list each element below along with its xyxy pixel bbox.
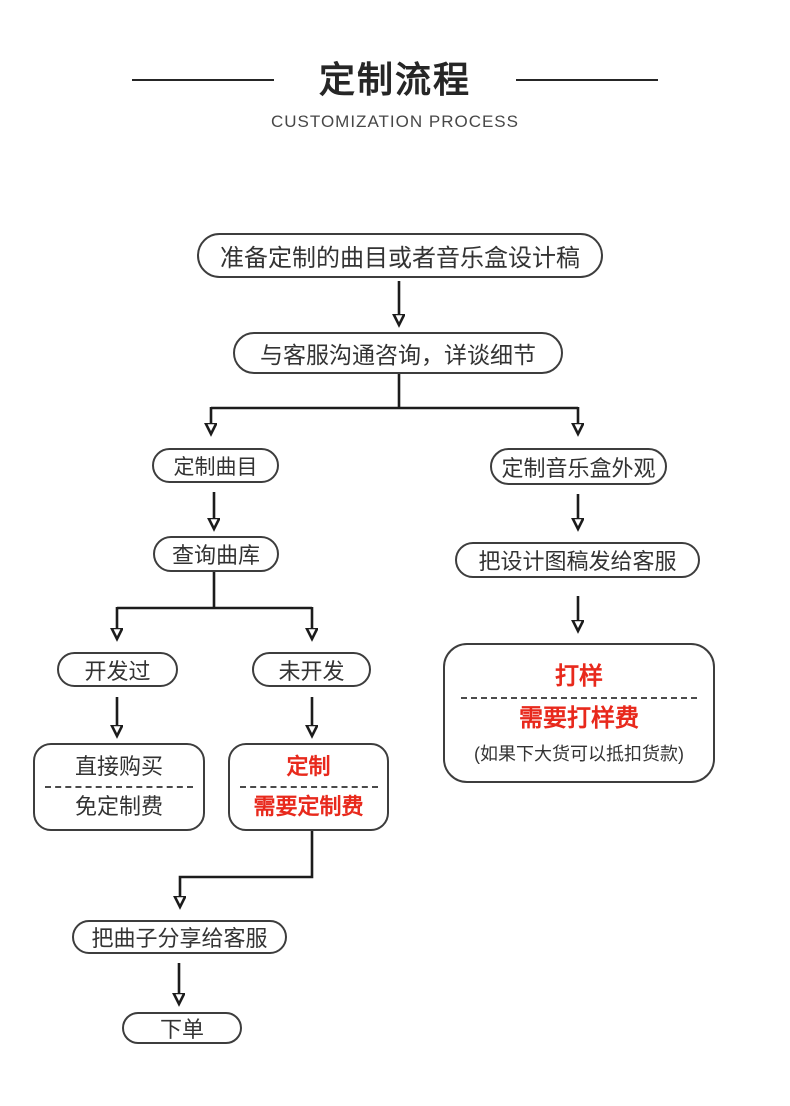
page-subtitle: CUSTOMIZATION PROCESS [270, 112, 519, 131]
node-share-song-label: 把曲子分享给客服 [91, 926, 268, 951]
node-place-order: 下单 [122, 1012, 242, 1044]
node-undeveloped: 未开发 [252, 652, 371, 687]
page-title: 定制流程 [318, 59, 471, 100]
dashed-divider [45, 786, 193, 788]
node-undeveloped-label: 未开发 [278, 658, 345, 684]
node-custom-track-label: 定制曲目 [173, 455, 258, 479]
node-sampling: 打样 需要打样费 (如果下大货可以抵扣货款) [443, 643, 715, 783]
node-query-library-label: 查询曲库 [171, 543, 260, 568]
node-custom-fee: 定制 需要定制费 [228, 743, 389, 831]
node-prepare: 准备定制的曲目或者音乐盒设计稿 [197, 233, 603, 278]
title-divider-left [131, 78, 274, 81]
header: 定制流程 [0, 58, 790, 101]
direct-buy-line1: 直接购买 [74, 754, 163, 780]
node-place-order-label: 下单 [159, 1017, 204, 1042]
custom-fee-line2: 需要定制费 [253, 794, 364, 819]
sampling-note: (如果下大货可以抵扣货款) [474, 744, 684, 765]
node-prepare-label: 准备定制的曲目或者音乐盒设计稿 [220, 245, 580, 272]
custom-fee-line1: 定制 [286, 754, 331, 780]
title-divider-right [516, 78, 658, 81]
node-share-song: 把曲子分享给客服 [72, 920, 287, 954]
sampling-line2: 需要打样费 [519, 705, 639, 733]
node-send-design-label: 把设计图稿发给客服 [478, 549, 677, 574]
node-developed: 开发过 [57, 652, 178, 687]
node-direct-buy: 直接购买 免定制费 [33, 743, 205, 831]
node-custom-box-look: 定制音乐盒外观 [490, 448, 667, 485]
node-send-design: 把设计图稿发给客服 [455, 542, 700, 578]
node-custom-track: 定制曲目 [152, 448, 279, 483]
node-developed-label: 开发过 [84, 658, 151, 684]
node-consult-label: 与客服沟通咨询，详谈细节 [260, 342, 536, 368]
dashed-divider [239, 786, 378, 788]
dashed-divider [461, 697, 697, 700]
node-query-library: 查询曲库 [153, 536, 279, 572]
sampling-line1: 打样 [555, 662, 603, 690]
node-custom-box-look-label: 定制音乐盒外观 [501, 455, 656, 481]
direct-buy-line2: 免定制费 [74, 794, 163, 819]
node-consult: 与客服沟通咨询，详谈细节 [233, 332, 563, 374]
